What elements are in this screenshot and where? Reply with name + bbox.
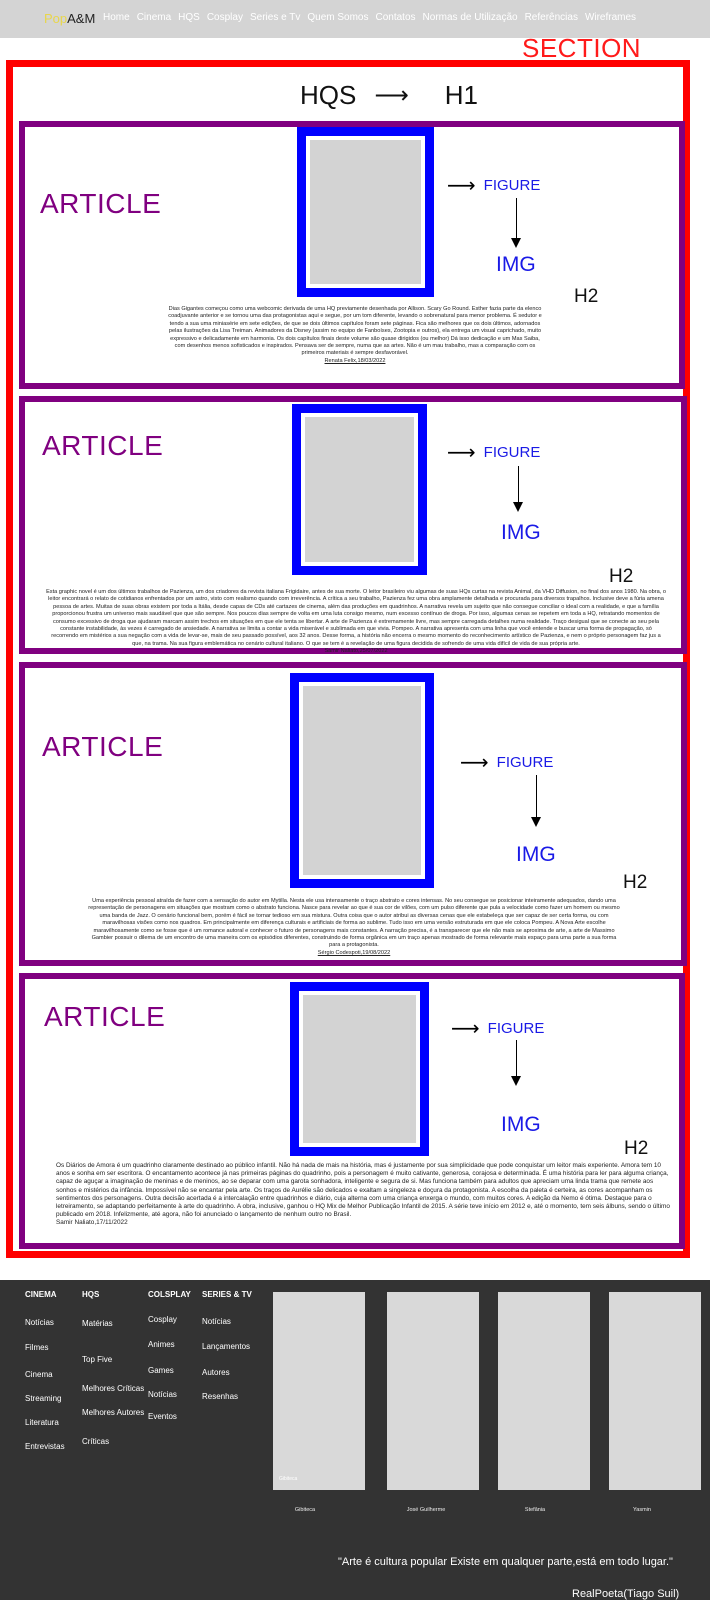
figure-annotation: ⟶FIGURE bbox=[460, 752, 554, 774]
nav-link-cinema[interactable]: Cinema bbox=[136, 12, 172, 23]
footer-link[interactable]: Críticas bbox=[82, 1437, 110, 1446]
footer-quote: "Arte é cultura popular Existe em qualqu… bbox=[338, 1556, 673, 1568]
image-placeholder bbox=[310, 140, 421, 284]
footer-thumbnail[interactable]: Gibiteca bbox=[273, 1292, 365, 1490]
footer-quote-author: RealPoeta(Tiago Suil) bbox=[572, 1588, 680, 1600]
footer-link[interactable]: Lançamentos bbox=[202, 1342, 251, 1351]
footer-link[interactable]: Filmes bbox=[25, 1343, 49, 1352]
section-frame bbox=[6, 60, 690, 1258]
footer-link[interactable]: Notícias bbox=[202, 1317, 231, 1326]
figure-4 bbox=[290, 982, 429, 1156]
footer-link[interactable]: Animes bbox=[148, 1340, 175, 1349]
nav-link-contatos[interactable]: Contatos bbox=[375, 12, 416, 23]
footer-link[interactable]: Top Five bbox=[82, 1355, 113, 1364]
figure-3 bbox=[290, 673, 434, 888]
article-signature[interactable]: Renata Felix,18/03/2022 bbox=[324, 357, 386, 364]
img-annotation: IMG bbox=[496, 253, 536, 276]
thumbnail-caption: Stefânia bbox=[524, 1507, 546, 1513]
nav-link-normas[interactable]: Normas de Utilização bbox=[422, 12, 518, 23]
article-annotation: ARTICLE bbox=[42, 731, 164, 762]
footer-col-cinema: CINEMA Notícias Filmes Cinema Streaming … bbox=[25, 1290, 65, 1451]
footer-link[interactable]: Games bbox=[148, 1366, 174, 1375]
arrow-down-icon bbox=[511, 1040, 521, 1086]
image-placeholder bbox=[303, 686, 421, 875]
thumbnail-caption: José Guilherme bbox=[406, 1507, 446, 1513]
footer-col-heading: HQS bbox=[82, 1290, 100, 1299]
footer-link[interactable]: Notícias bbox=[25, 1318, 54, 1327]
h2-annotation: H2 bbox=[609, 566, 634, 587]
h2-annotation: H2 bbox=[574, 286, 599, 307]
footer-link[interactable]: Entrevistas bbox=[25, 1442, 65, 1451]
article-signature[interactable]: Sérgio Codespoti,19/08/2022 bbox=[317, 949, 391, 956]
nav-link-quem-somos[interactable]: Quem Somos bbox=[307, 12, 369, 23]
nav-link-wireframes[interactable]: Wireframes bbox=[584, 12, 637, 23]
arrow-right-icon: ⟶ bbox=[451, 1018, 480, 1040]
figure-1 bbox=[297, 127, 434, 297]
arrow-right-icon: ⟶ bbox=[460, 752, 489, 774]
nav-link-home[interactable]: Home bbox=[103, 12, 130, 23]
article-annotation: ARTICLE bbox=[40, 188, 162, 219]
img-annotation: IMG bbox=[501, 521, 541, 544]
footer-link[interactable]: Melhores Autores bbox=[82, 1408, 145, 1417]
footer-link[interactable]: Matérias bbox=[82, 1319, 113, 1328]
page-heading-annotation: HQS ⟶ H1 bbox=[300, 80, 478, 111]
footer-link[interactable]: Resenhas bbox=[202, 1392, 239, 1401]
figure-annotation: ⟶FIGURE bbox=[447, 442, 541, 464]
img-annotation: IMG bbox=[501, 1113, 541, 1136]
arrow-right-icon: ⟶ bbox=[447, 442, 476, 464]
footer-col-heading: SERIES & TV bbox=[202, 1290, 252, 1299]
footer-col-cosplay: COLSPLAY Cosplay Animes Games Notícias E… bbox=[148, 1290, 191, 1421]
footer-link[interactable]: Cinema bbox=[25, 1370, 53, 1379]
footer-link[interactable]: Melhores Críticas bbox=[82, 1384, 145, 1393]
article-annotation: ARTICLE bbox=[44, 1001, 166, 1032]
article-body: Esta graphic novel é um dos últimos trab… bbox=[46, 589, 666, 655]
arrow-down-icon bbox=[531, 775, 541, 827]
article-body: Dias Gigantes começou como uma webcomic … bbox=[165, 306, 545, 365]
article-annotation: ARTICLE bbox=[42, 430, 164, 461]
footer-link[interactable]: Autores bbox=[202, 1368, 230, 1377]
footer-thumbnail[interactable] bbox=[387, 1292, 479, 1490]
h2-annotation: H2 bbox=[623, 872, 648, 893]
footer-col-hqs: HQS Matérias Top Five Melhores Críticas … bbox=[82, 1290, 144, 1446]
footer-thumbnail[interactable] bbox=[609, 1292, 701, 1490]
footer-link[interactable]: Literatura bbox=[25, 1418, 59, 1427]
h2-annotation: H2 bbox=[624, 1138, 649, 1159]
figure-annotation: ⟶FIGURE bbox=[451, 1018, 545, 1040]
figure-2 bbox=[292, 404, 427, 575]
figure-annotation: ⟶FIGURE bbox=[447, 175, 541, 197]
image-placeholder bbox=[305, 417, 414, 562]
site-logo[interactable]: PopA&M bbox=[44, 11, 96, 26]
footer-col-heading: COLSPLAY bbox=[148, 1290, 191, 1299]
article-body: Os Diários de Amora é um quadrinho clara… bbox=[56, 1162, 674, 1228]
footer-link[interactable]: Notícias bbox=[148, 1390, 177, 1399]
image-placeholder bbox=[303, 995, 416, 1143]
thumbnail-caption: Yasmin bbox=[633, 1507, 651, 1513]
article-signature[interactable]: Samir Naliato,25/07/2022 bbox=[324, 648, 388, 655]
nav-link-series[interactable]: Series e Tv bbox=[249, 12, 301, 23]
footer-col-series: SERIES & TV Notícias Lançamentos Autores… bbox=[202, 1290, 252, 1401]
nav-links: Home Cinema HQS Cosplay Series e Tv Quem… bbox=[103, 12, 643, 23]
top-navbar: PopA&M Home Cinema HQS Cosplay Series e … bbox=[0, 0, 710, 38]
article-signature[interactable]: Samir Naliato,17/11/2022 bbox=[56, 1219, 128, 1227]
section-annotation: SECTION bbox=[522, 33, 642, 63]
nav-link-cosplay[interactable]: Cosplay bbox=[206, 12, 243, 23]
footer-link[interactable]: Streaming bbox=[25, 1394, 62, 1403]
nav-link-hqs[interactable]: HQS bbox=[178, 12, 200, 23]
thumbnail-caption: Gibiteca bbox=[294, 1507, 316, 1513]
nav-link-referencias[interactable]: Referências bbox=[524, 12, 578, 23]
arrow-right-icon: ⟶ bbox=[374, 82, 409, 109]
thumbnail-label: Gibiteca bbox=[279, 1476, 298, 1482]
img-annotation: IMG bbox=[516, 843, 556, 866]
h1-annotation: H1 bbox=[444, 80, 478, 110]
arrow-right-icon: ⟶ bbox=[447, 175, 476, 197]
arrow-down-icon bbox=[511, 198, 521, 248]
footer-link[interactable]: Cosplay bbox=[148, 1315, 177, 1324]
article-body: Uma experiência pessoal atraída de fazer… bbox=[88, 898, 620, 956]
page-title: HQS bbox=[300, 80, 357, 110]
footer-thumbnail[interactable] bbox=[498, 1292, 590, 1490]
footer-link[interactable]: Eventos bbox=[148, 1412, 177, 1421]
footer-col-heading: CINEMA bbox=[25, 1290, 57, 1299]
arrow-down-icon bbox=[513, 466, 523, 512]
